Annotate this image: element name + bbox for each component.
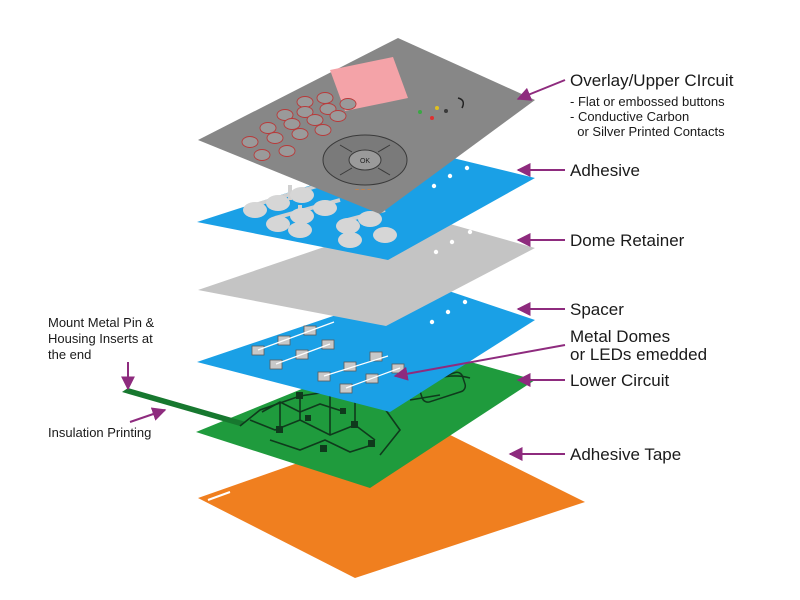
adhesive-tape-layer bbox=[198, 420, 585, 578]
arrow-metal-domes bbox=[393, 344, 566, 381]
ok-key-label: OK bbox=[360, 158, 370, 165]
label-insulation: Insulation Printing bbox=[48, 425, 151, 440]
label-adhesive-tape: Adhesive Tape bbox=[570, 445, 681, 464]
arrow-insulation bbox=[129, 407, 167, 423]
display-window bbox=[330, 57, 408, 111]
label-mount-pin-3: the end bbox=[48, 347, 91, 362]
label-overlay-sub-3: or Silver Printed Contacts bbox=[570, 124, 725, 139]
label-spacer: Spacer bbox=[570, 300, 624, 319]
lower-circuit-layer bbox=[122, 345, 535, 488]
dome-retainer-holes bbox=[433, 229, 473, 255]
overlay-logo: ~ ~ ~ bbox=[355, 187, 371, 194]
label-dome-retainer: Dome Retainer bbox=[570, 231, 685, 250]
label-overlay-sub-2: - Conductive Carbon bbox=[570, 109, 689, 124]
flex-tail bbox=[122, 388, 246, 426]
label-mount-pin-1: Mount Metal Pin & bbox=[48, 315, 155, 330]
label-lower-circuit: Lower Circuit bbox=[570, 371, 669, 390]
overlay-layer: OK ~ ~ ~ bbox=[198, 38, 535, 214]
arrow-overlay bbox=[516, 79, 566, 101]
label-adhesive: Adhesive bbox=[570, 161, 640, 180]
nav-key-cluster: OK bbox=[322, 134, 408, 186]
adhesive-tape-mark bbox=[207, 491, 231, 501]
label-metal-domes-2: or LEDs emedded bbox=[570, 345, 707, 364]
label-metal-domes-1: Metal Domes bbox=[570, 327, 670, 346]
spacer-layer bbox=[197, 284, 535, 412]
label-mount-pin-2: Housing Inserts at bbox=[48, 331, 153, 346]
label-overlay-sub-1: - Flat or embossed buttons bbox=[570, 94, 725, 109]
label-overlay: Overlay/Upper CIrcuit bbox=[570, 71, 734, 90]
